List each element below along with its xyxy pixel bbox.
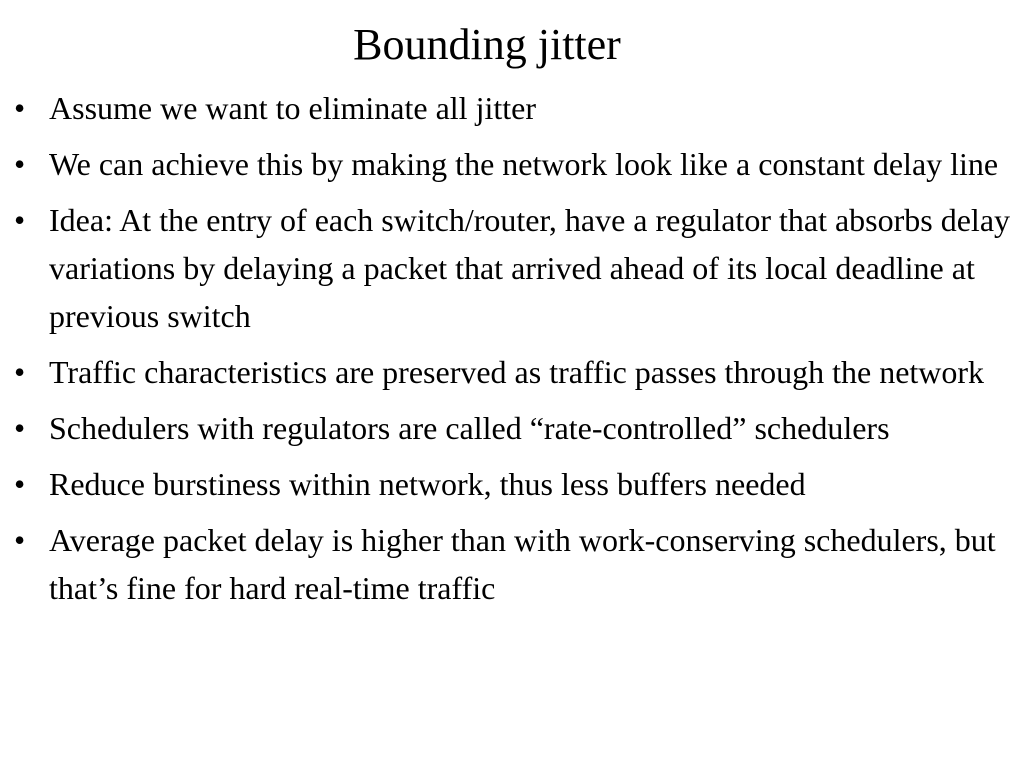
- bullet-item: • Assume we want to eliminate all jitter: [0, 84, 1024, 132]
- bullet-item: • Reduce burstiness within network, thus…: [0, 460, 1024, 508]
- bullet-text: Traffic characteristics are preserved as…: [49, 354, 985, 390]
- bullet-marker: •: [14, 354, 26, 390]
- bullet-text: We can achieve this by making the networ…: [49, 146, 999, 182]
- bullet-marker: •: [14, 146, 26, 182]
- bullet-text: Reduce burstiness within network, thus l…: [49, 466, 806, 502]
- bullet-text: Schedulers with regulators are called “r…: [49, 410, 890, 446]
- bullet-marker: •: [14, 90, 26, 126]
- bullet-item: • Average packet delay is higher than wi…: [0, 516, 1024, 612]
- bullet-item: • Idea: At the entry of each switch/rout…: [0, 196, 1024, 340]
- bullet-text: Average packet delay is higher than with…: [49, 522, 996, 606]
- bullet-item: • Traffic characteristics are preserved …: [0, 348, 1024, 396]
- bullet-marker: •: [14, 202, 26, 238]
- bullet-marker: •: [14, 522, 26, 558]
- bullet-item: • Schedulers with regulators are called …: [0, 404, 1024, 452]
- bullet-marker: •: [14, 466, 26, 502]
- bullet-item: • We can achieve this by making the netw…: [0, 140, 1024, 188]
- bullet-text: Assume we want to eliminate all jitter: [49, 90, 536, 126]
- bullet-text: Idea: At the entry of each switch/router…: [49, 202, 1011, 334]
- bullet-marker: •: [14, 410, 26, 446]
- slide-title: Bounding jitter: [353, 20, 621, 69]
- bullet-list: • Assume we want to eliminate all jitter…: [0, 84, 1024, 620]
